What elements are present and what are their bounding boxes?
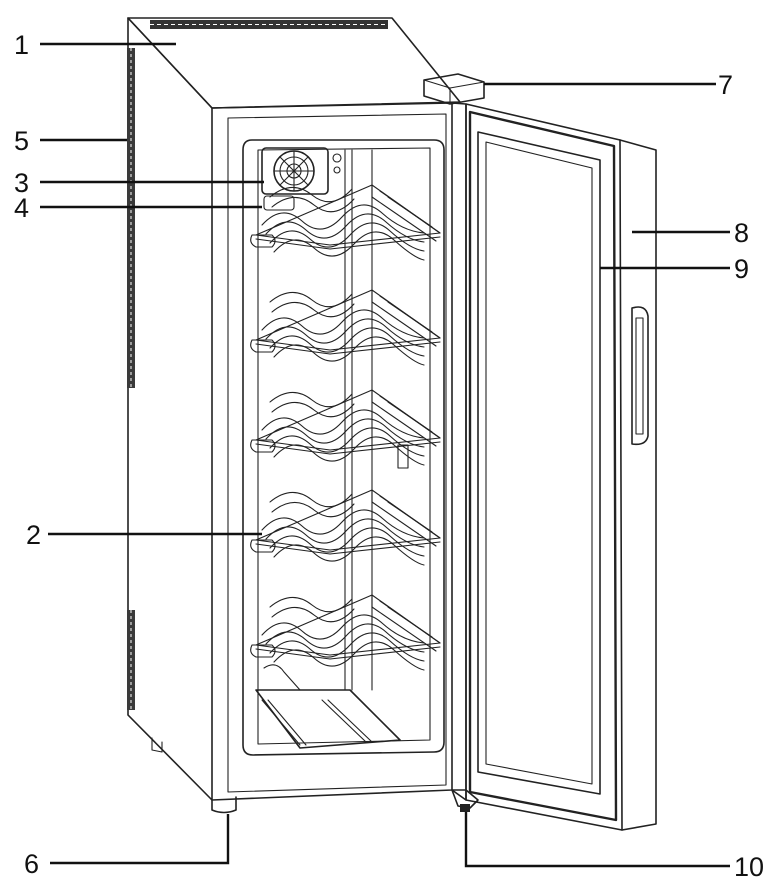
callout-8: 8 <box>734 218 749 248</box>
front-foot <box>211 796 237 814</box>
callout-10: 10 <box>734 852 764 882</box>
cabinet-side <box>127 17 213 801</box>
door-gasket <box>468 110 618 822</box>
shelf-latch <box>397 444 409 469</box>
leader-lines <box>40 42 730 868</box>
callout-6: 6 <box>24 849 39 879</box>
callout-numbers: 1 2 3 4 5 6 7 8 9 10 <box>14 30 764 882</box>
wine-rack-shelf <box>250 594 441 671</box>
top-vent <box>150 20 388 29</box>
front-frame-inner <box>227 113 447 793</box>
door-frame <box>465 103 623 831</box>
callout-1: 1 <box>14 30 29 60</box>
top-hinge <box>423 73 485 105</box>
door-outer-panel <box>619 139 657 831</box>
bottom-hinge <box>451 789 479 809</box>
door-handle <box>631 306 649 446</box>
door-edge <box>451 102 467 801</box>
front-frame <box>211 102 453 801</box>
wine-rack-shelf <box>250 489 441 566</box>
shelves <box>250 184 441 671</box>
callout-3: 3 <box>14 168 29 198</box>
callout-4: 4 <box>14 193 29 223</box>
cabinet <box>127 17 461 814</box>
callout-5: 5 <box>14 126 29 156</box>
interior <box>242 139 445 756</box>
wine-rack-shelf <box>250 289 441 366</box>
rear-foot <box>151 737 163 753</box>
wine-rack-shelf <box>250 184 441 261</box>
leader-6 <box>50 814 230 865</box>
callout-9: 9 <box>734 254 749 284</box>
bottom-tray <box>255 664 401 749</box>
side-vent-upper <box>127 48 135 388</box>
fan <box>261 147 329 195</box>
side-vent-lower <box>127 610 135 710</box>
leader-10 <box>464 812 730 868</box>
cabinet-top <box>127 17 461 109</box>
interior-light <box>263 153 342 211</box>
inner-liner <box>242 139 445 756</box>
callout-2: 2 <box>26 520 41 550</box>
door <box>423 73 657 831</box>
glass-pane <box>477 131 601 795</box>
callout-7: 7 <box>718 70 733 100</box>
